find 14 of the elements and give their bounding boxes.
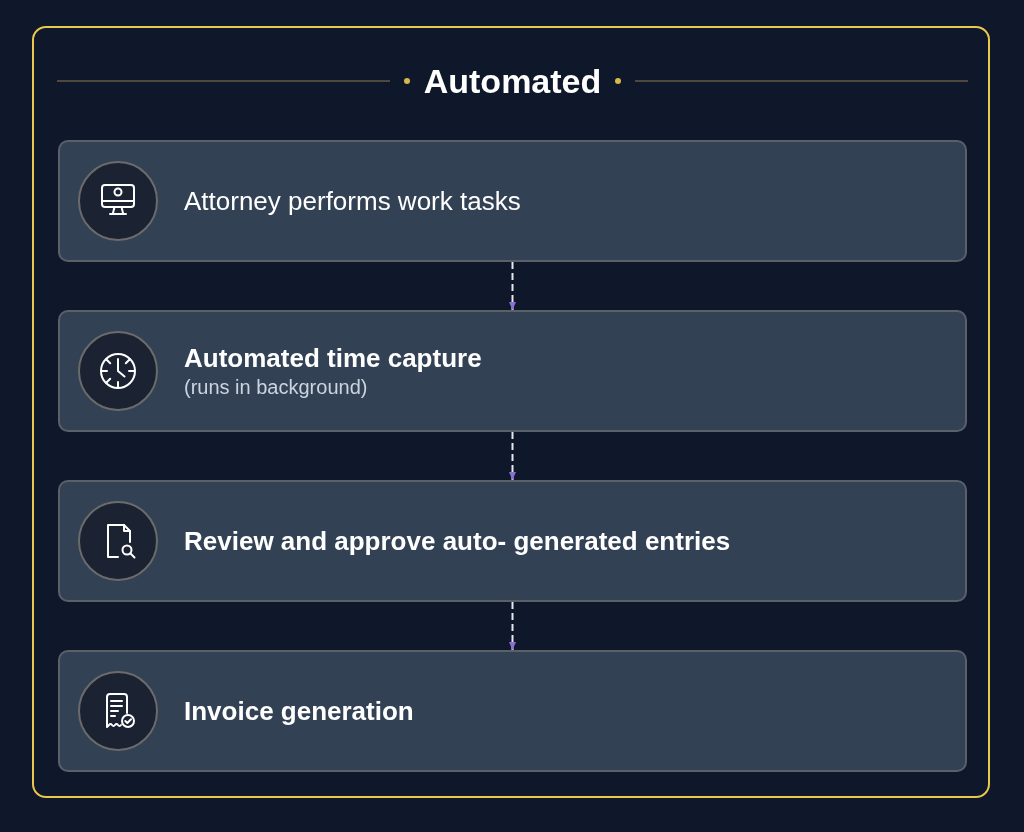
dashed-arrow [509,601,516,651]
dashed-arrow [509,431,516,481]
step-card [58,140,967,262]
section-title: Automated [423,61,602,101]
dashed-arrow [509,261,516,311]
step-title: Attorney performs work tasks [184,185,521,217]
step-card [58,480,967,602]
step-title: Automated time capture [184,342,482,374]
section-frame [32,26,990,798]
step-title: Review and approve auto- generated entries [184,525,731,557]
step-card [58,310,967,432]
step-title: Invoice generation [184,695,414,727]
step-note: (runs in background) [184,375,368,400]
step-card [58,650,967,772]
